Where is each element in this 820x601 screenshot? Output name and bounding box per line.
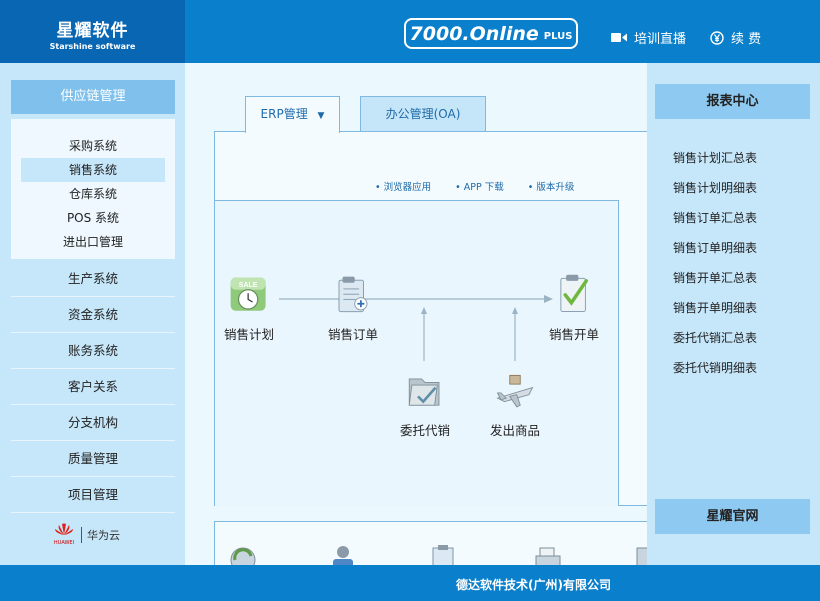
flow-shipped-goods-label: 发出商品 <box>489 423 540 438</box>
airplane-cargo-icon <box>496 374 534 408</box>
main-content: ERP管理 ▼ 办公管理(OA) 浏览器应用 APP 下载 版本升级 <box>185 63 647 571</box>
tab-erp-label: ERP管理 <box>260 107 308 121</box>
clipboard-icon <box>338 276 368 313</box>
training-live-label: 培训直播 <box>634 32 687 47</box>
sale-badge-text: SALE <box>239 282 258 289</box>
submenu-import-export[interactable]: 进出口管理 <box>62 235 123 249</box>
report-item[interactable]: 销售计划明细表 <box>673 181 758 195</box>
report-center-header[interactable]: 报表中心 <box>655 84 810 119</box>
report-item[interactable]: 销售开单明细表 <box>673 301 758 315</box>
system-menu: 生产系统 资金系统 账务系统 客户关系 分支机构 质量管理 项目管理 <box>11 261 175 513</box>
page-footer: 德达软件技术(广州)有限公司 <box>0 565 820 601</box>
training-live-link[interactable]: 培训直播 <box>611 28 686 47</box>
renew-label: 续 费 <box>731 32 762 47</box>
logo-english-name: Starshine software <box>49 42 136 51</box>
flow-shipped-goods[interactable]: 发出商品 <box>485 371 545 439</box>
yen-coin-icon <box>710 30 724 45</box>
tab-oa[interactable]: 办公管理(OA) <box>360 96 486 132</box>
flow-connectors <box>279 295 553 361</box>
supply-chain-header[interactable]: 供应链管理 <box>11 80 175 114</box>
triangle-down-icon: ▼ <box>317 111 325 121</box>
sidebar-item-accounting[interactable]: 账务系统 <box>11 333 175 369</box>
product-plus: PLUS <box>543 31 573 42</box>
flow-sales-order[interactable]: 销售订单 <box>325 273 381 343</box>
submenu-sales[interactable]: 销售系统 <box>21 158 165 182</box>
sidebar-item-projects[interactable]: 项目管理 <box>11 477 175 513</box>
huawei-logo: HUAWEI <box>53 523 75 546</box>
flow-sales-plan[interactable]: SALE 销售计划 <box>221 273 277 343</box>
flow-consignment[interactable]: 委托代销 <box>395 371 455 439</box>
flow-sales-invoice[interactable]: 销售开单 <box>545 271 603 343</box>
sidebar-item-branches[interactable]: 分支机构 <box>11 405 175 441</box>
sidebar-item-funds[interactable]: 资金系统 <box>11 297 175 333</box>
huawei-cloud-badge[interactable]: HUAWEI 华为云 <box>53 523 120 546</box>
submenu-purchase[interactable]: 采购系统 <box>68 139 117 153</box>
report-sidebar: 报表中心 销售计划汇总表 销售计划明细表 销售订单汇总表 销售订单明细表 销售开… <box>647 63 820 565</box>
browser-app-link[interactable]: 浏览器应用 <box>375 179 432 193</box>
report-item[interactable]: 委托代销汇总表 <box>673 331 758 345</box>
tab-erp[interactable]: ERP管理 ▼ <box>245 96 340 133</box>
report-item[interactable]: 销售订单明细表 <box>673 241 758 255</box>
flow-sales-plan-label: 销售计划 <box>223 327 274 342</box>
logo-chinese-name: 星耀软件 <box>56 21 129 41</box>
folder-check-icon <box>408 378 440 406</box>
renew-link[interactable]: 续 费 <box>710 28 761 47</box>
huawei-petal-icon <box>55 523 73 535</box>
app-download-link[interactable]: APP 下载 <box>455 179 504 193</box>
quick-links: 浏览器应用 APP 下载 版本升级 <box>375 179 598 193</box>
huawei-cloud-label: 华为云 <box>81 526 120 543</box>
sidebar-item-crm[interactable]: 客户关系 <box>11 369 175 405</box>
version-upgrade-link[interactable]: 版本升级 <box>528 179 574 193</box>
flow-sales-order-label: 销售订单 <box>327 327 378 342</box>
flow-consignment-label: 委托代销 <box>399 423 450 438</box>
erp-panel: 浏览器应用 APP 下载 版本升级 SALE <box>214 131 647 506</box>
sidebar-item-production[interactable]: 生产系统 <box>11 261 175 297</box>
checked-document-icon <box>560 274 588 312</box>
supply-chain-submenu: 采购系统 销售系统 仓库系统 POS 系统 进出口管理 <box>11 119 175 259</box>
huawei-wordmark: HUAWEI <box>53 540 75 546</box>
product-badge: 7000.Online PLUS <box>404 18 578 49</box>
submenu-pos[interactable]: POS 系统 <box>66 211 120 225</box>
top-header: 星耀软件 Starshine software 7000.Online PLUS… <box>0 0 820 63</box>
partial-icon[interactable] <box>635 542 647 571</box>
flow-sales-invoice-label: 销售开单 <box>548 327 599 342</box>
report-list: 销售计划汇总表 销售计划明细表 销售订单汇总表 销售订单明细表 销售开单汇总表 … <box>673 143 757 383</box>
tab-oa-label: 办公管理(OA) <box>385 107 461 121</box>
report-item[interactable]: 委托代销明细表 <box>673 361 758 375</box>
company-logo: 星耀软件 Starshine software <box>0 0 185 63</box>
report-item[interactable]: 销售开单汇总表 <box>673 271 758 285</box>
report-item[interactable]: 销售计划汇总表 <box>673 151 758 165</box>
official-site-button[interactable]: 星耀官网 <box>655 499 810 534</box>
submenu-warehouse[interactable]: 仓库系统 <box>68 187 117 201</box>
secondary-panel <box>214 521 647 571</box>
product-name: 7000.Online <box>409 22 539 45</box>
company-name: 德达软件技术(广州)有限公司 <box>456 578 611 592</box>
sale-clock-icon: SALE <box>230 277 266 311</box>
left-sidebar: 供应链管理 采购系统 销售系统 仓库系统 POS 系统 进出口管理 生产系统 资… <box>0 63 185 565</box>
video-camera-icon <box>611 33 627 42</box>
sidebar-item-quality[interactable]: 质量管理 <box>11 441 175 477</box>
sales-flow-diagram: SALE 销售计划 销售订单 <box>215 200 619 506</box>
report-item[interactable]: 销售订单汇总表 <box>673 211 758 225</box>
